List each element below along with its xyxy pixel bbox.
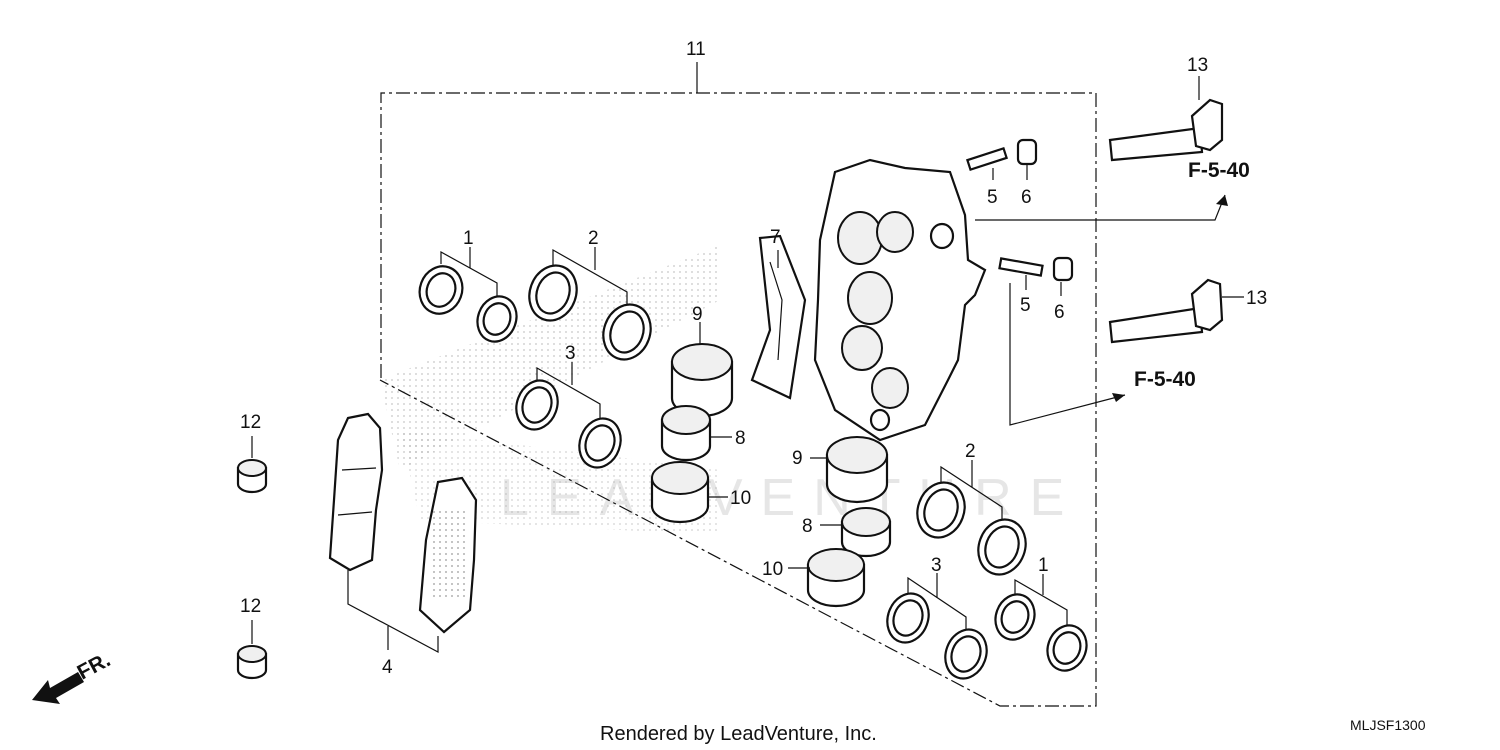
- label-part-3-lower[interactable]: 3: [931, 555, 942, 576]
- label-part-6-upper[interactable]: 6: [1021, 187, 1032, 208]
- label-part-2-lower[interactable]: 2: [965, 441, 976, 462]
- pad-spring-7[interactable]: [750, 234, 807, 400]
- footer-credit: Rendered by LeadVenture, Inc.: [600, 723, 877, 745]
- ref-arrow-bottom: [1009, 283, 1126, 426]
- label-part-1-upper[interactable]: 1: [463, 228, 474, 249]
- seal-3-lower[interactable]: [881, 588, 994, 685]
- mounting-bolt-13-lower[interactable]: [1108, 278, 1224, 344]
- label-part-8-upper[interactable]: 8: [735, 428, 746, 449]
- ref-label-bottom[interactable]: F-5-40: [1134, 368, 1196, 391]
- piston-10-upper[interactable]: [650, 461, 710, 524]
- bleeder-screw-5-lower[interactable]: [998, 257, 1044, 277]
- label-part-12-lower[interactable]: 12: [240, 596, 261, 617]
- collar-12-lower[interactable]: [236, 645, 268, 680]
- shading-band-upper: [380, 245, 720, 470]
- piston-8-lower[interactable]: [840, 507, 892, 558]
- seal-2-upper[interactable]: [522, 259, 658, 366]
- label-part-10-upper[interactable]: 10: [730, 488, 751, 509]
- label-part-10-lower[interactable]: 10: [762, 559, 783, 580]
- shading-band-lower: [400, 430, 720, 535]
- piston-8-upper[interactable]: [660, 405, 712, 462]
- collar-12-upper[interactable]: [236, 459, 268, 494]
- label-part-9-upper[interactable]: 9: [692, 304, 703, 325]
- seal-1-upper[interactable]: [413, 260, 523, 347]
- assembly-boundary: [379, 92, 1097, 707]
- seal-2-lower[interactable]: [910, 476, 1033, 581]
- label-part-6-lower[interactable]: 6: [1054, 302, 1065, 323]
- piston-9-upper[interactable]: [670, 343, 734, 418]
- label-part-2-upper[interactable]: 2: [588, 228, 599, 249]
- label-part-9-lower[interactable]: 9: [792, 448, 803, 469]
- bleeder-cap-6-lower[interactable]: [1052, 256, 1074, 282]
- ref-arrowhead-top: [1216, 195, 1228, 206]
- ref-arrowhead-bottom: [1112, 393, 1125, 402]
- label-part-5-upper[interactable]: 5: [987, 187, 998, 208]
- label-part-11[interactable]: 11: [686, 39, 706, 60]
- mounting-bolt-13-upper[interactable]: [1108, 98, 1224, 162]
- bleeder-screw-5-upper[interactable]: [965, 146, 1009, 172]
- caliper-body: [813, 158, 987, 442]
- seal-1-lower[interactable]: [989, 589, 1092, 676]
- label-part-13-upper[interactable]: 13: [1187, 55, 1208, 76]
- bleeder-cap-6-upper[interactable]: [1016, 138, 1038, 166]
- label-part-12-upper[interactable]: 12: [240, 412, 261, 433]
- leader-1-lower: [1014, 578, 1068, 625]
- seal-3-upper[interactable]: [510, 375, 628, 474]
- piston-9-lower[interactable]: [825, 436, 889, 504]
- label-part-8-lower[interactable]: 8: [802, 516, 813, 537]
- label-part-13-lower[interactable]: 13: [1246, 288, 1267, 309]
- label-part-3-upper[interactable]: 3: [565, 343, 576, 364]
- leader-3-upper: [536, 366, 601, 418]
- leader-1-upper: [440, 250, 498, 296]
- diagram-code: MLJSF1300: [1350, 717, 1426, 733]
- ref-arrow-top: [975, 194, 1226, 221]
- label-part-4[interactable]: 4: [382, 657, 393, 678]
- leader-2-upper: [552, 248, 628, 304]
- brake-pad-4-inner[interactable]: [418, 476, 478, 634]
- piston-10-lower[interactable]: [806, 548, 866, 608]
- label-part-1-lower[interactable]: 1: [1038, 555, 1049, 576]
- label-part-7[interactable]: 7: [770, 227, 781, 248]
- leader-4: [347, 570, 439, 653]
- front-direction-arrow-icon: [32, 672, 84, 704]
- brake-pad-4-outer[interactable]: [328, 412, 384, 572]
- label-part-5-lower[interactable]: 5: [1020, 295, 1031, 316]
- ref-label-top[interactable]: F-5-40: [1188, 159, 1250, 182]
